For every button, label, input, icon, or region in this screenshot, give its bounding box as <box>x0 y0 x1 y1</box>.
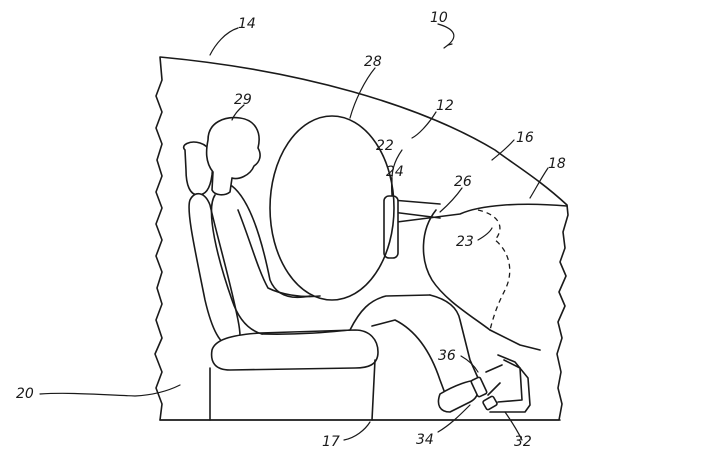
ref-20: 20 <box>16 386 34 402</box>
leader-lines <box>40 24 548 440</box>
ref-17: 17 <box>322 434 340 450</box>
ref-26: 26 <box>454 174 472 190</box>
ref-22: 22 <box>376 138 394 154</box>
ref-10: 10 <box>430 10 448 26</box>
ref-34: 34 <box>416 432 434 448</box>
instrument-panel <box>397 204 567 350</box>
ref-32: 32 <box>514 434 532 450</box>
ref-23: 23 <box>456 234 474 250</box>
ref-28: 28 <box>364 54 382 70</box>
ref-16: 16 <box>516 130 534 146</box>
ref-14: 14 <box>238 16 256 32</box>
deployed-knee-bag-outline <box>478 210 510 330</box>
steering-wheel-module <box>384 196 398 258</box>
ref-18: 18 <box>548 156 566 172</box>
ref-29: 29 <box>234 92 252 108</box>
ref-36: 36 <box>438 348 456 364</box>
pedal-assembly <box>471 355 530 412</box>
ref-24: 24 <box>386 164 404 180</box>
ref-12: 12 <box>436 98 454 114</box>
